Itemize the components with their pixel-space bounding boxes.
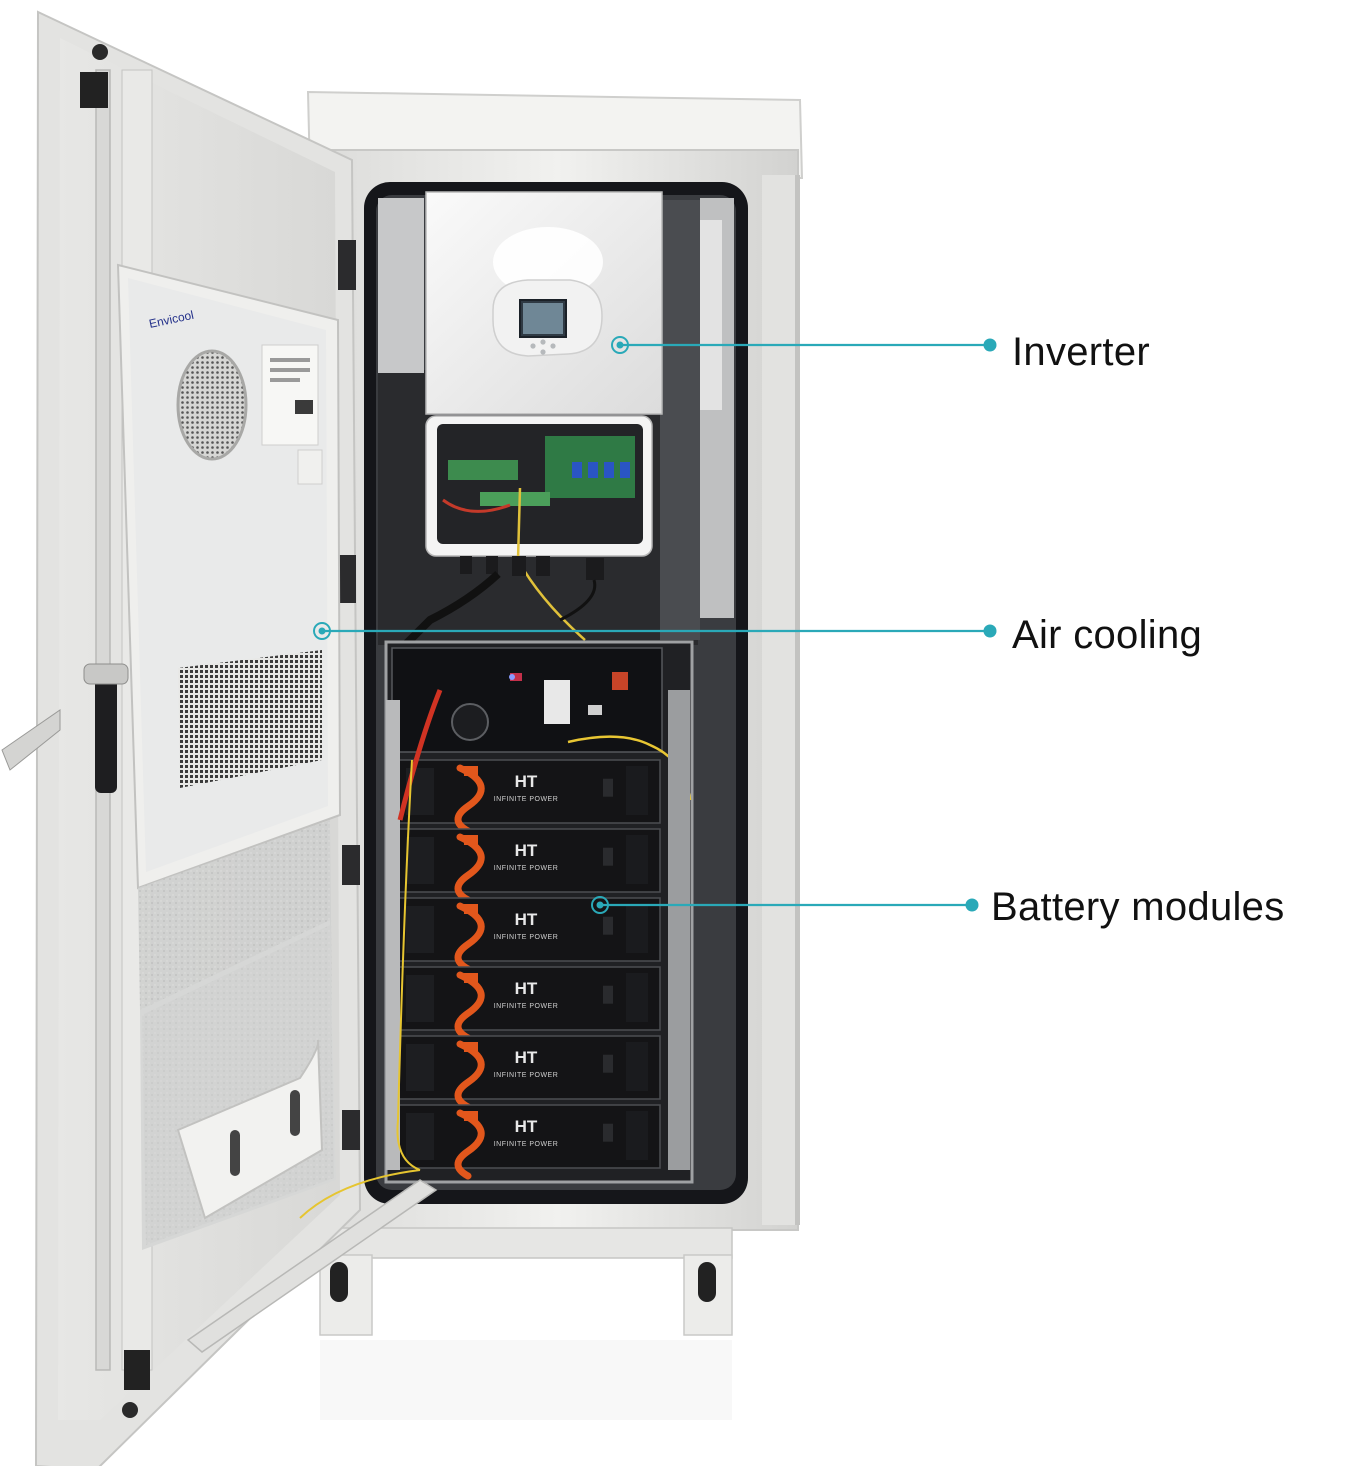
- callout-label-inverter: Inverter: [1012, 330, 1151, 374]
- battery-module-tagline: INFINITE POWER: [494, 796, 559, 803]
- battery-module-brand: HT: [515, 1048, 538, 1067]
- callout-marker-inverter: [611, 336, 629, 354]
- battery-module-tagline: INFINITE POWER: [494, 865, 559, 872]
- air-cooling-unit: Envicool: [116, 263, 342, 890]
- battery-module-brand: HT: [515, 1117, 538, 1136]
- battery-module-brand: HT: [515, 910, 538, 929]
- callout-marker-battery-modules: [591, 896, 609, 914]
- callout-lines: [313, 336, 997, 914]
- battery-module: HT INFINITE POWER: [397, 828, 661, 904]
- callout-label-air-cooling: Air cooling: [1012, 613, 1203, 657]
- battery-module-brand: HT: [515, 772, 538, 791]
- battery-module-tagline: INFINITE POWER: [494, 934, 559, 941]
- battery-module: HT INFINITE POWER: [397, 966, 661, 1042]
- battery-module-tagline: INFINITE POWER: [494, 1072, 559, 1079]
- callout-dot-battery-modules: [965, 898, 979, 912]
- callout-dot-air-cooling: [983, 624, 997, 638]
- battery-module: HT INFINITE POWER: [397, 1035, 661, 1111]
- callout-dot-inverter: [983, 338, 997, 352]
- cabinet-door: Envicool: [1, 10, 438, 1466]
- battery-module: HT INFINITE POWER: [397, 1104, 661, 1180]
- battery-module-tagline: INFINITE POWER: [494, 1141, 559, 1148]
- battery-module-tagline: INFINITE POWER: [494, 1003, 559, 1010]
- battery-rack: HT INFINITE POWER HT INFINITE POWER HT INFINI…: [384, 640, 694, 1184]
- battery-module-brand: HT: [515, 979, 538, 998]
- battery-module-brand: HT: [515, 841, 538, 860]
- battery-module: HT INFINITE POWER: [397, 759, 661, 835]
- callout-label-battery-modules: Battery modules: [991, 885, 1285, 929]
- callout-marker-air-cooling: [313, 622, 331, 640]
- battery-module: HT INFINITE POWER: [397, 897, 661, 973]
